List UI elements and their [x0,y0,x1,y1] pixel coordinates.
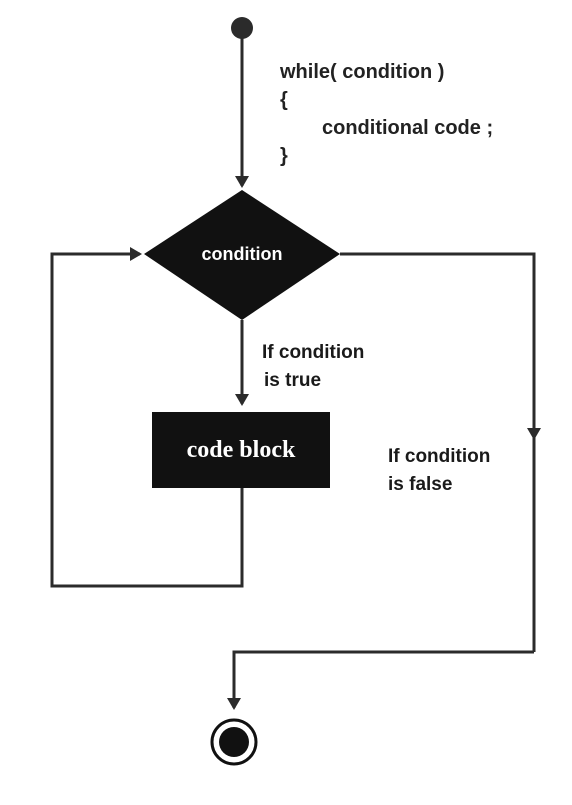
condition-label: condition [202,244,283,264]
code-block-node [152,412,330,488]
loop-back-edge [50,247,244,588]
code-line-while: while( condition ) [279,61,444,83]
code-block-label: code block [187,437,296,463]
code-line-body: conditional code ; [322,117,493,139]
end-node-inner [219,727,249,757]
code-line-open-brace: { [280,89,288,111]
start-node [231,17,253,39]
condition-decision-node [144,190,340,320]
to-end-edge [227,650,534,710]
false-branch-edge [340,252,541,440]
true-label-line1: If condition [262,342,364,363]
code-line-close-brace: } [280,145,288,167]
false-label-line2: is false [388,474,452,495]
false-label-line1: If condition [388,446,490,467]
true-label-line2: is true [264,370,321,391]
